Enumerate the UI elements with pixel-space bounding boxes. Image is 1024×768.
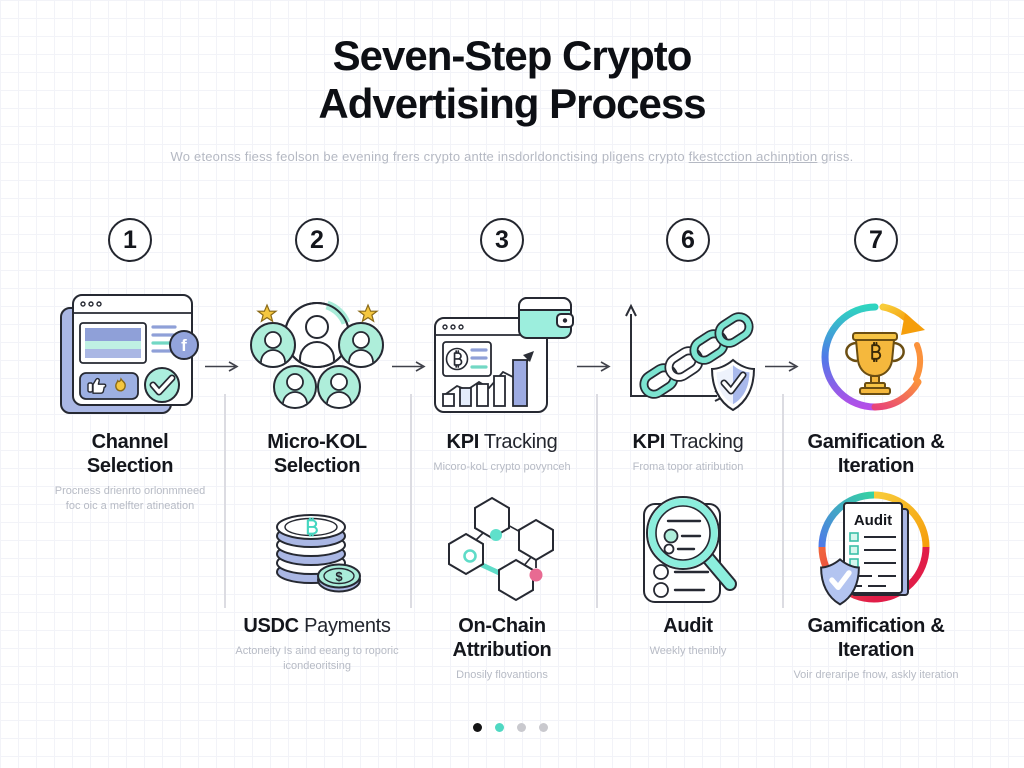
step-subtitle: Dnosily flovantions (456, 669, 548, 681)
svg-text:$: $ (335, 569, 343, 584)
step-title: On-Chain Attribution (452, 615, 552, 661)
step-subtitle: Procness drienrto orlonmmeed foc oic a m… (54, 485, 206, 512)
kpi-dashboard-icon (409, 280, 595, 430)
kol-group-icon (224, 280, 410, 430)
step-subtitle: Weekly thenibly (649, 645, 727, 657)
wallet-icon (518, 297, 574, 339)
trophy-icon (845, 332, 905, 395)
dollar-coin-icon: $ (317, 563, 361, 593)
step-subtitle: Actoneity Is aind eeang to roporic icond… (235, 645, 399, 672)
clap-icon (115, 377, 126, 392)
step-column-kpi-tracking: 3 (409, 218, 595, 748)
carousel-dot-3[interactable] (517, 723, 526, 732)
step-number-badge: 7 (854, 218, 898, 262)
flow-arrow (577, 361, 611, 372)
step-title: Gamification & Iteration (807, 431, 945, 477)
usdc-coins-icon: $ (224, 486, 410, 612)
column-divider (782, 394, 784, 608)
magnifier-icon (646, 496, 737, 591)
infographic-subtitle: Wo eteonss fiess feolson be evening frer… (0, 149, 1024, 164)
step-number-badge: 3 (480, 218, 524, 262)
column-divider (596, 394, 598, 608)
shield-check-icon (820, 558, 860, 606)
column-divider (224, 394, 226, 608)
svg-text:f: f (181, 336, 187, 355)
page-title: Seven-Step Crypto Advertising Process (0, 32, 1024, 128)
column-divider (410, 394, 412, 608)
svg-text:Audit: Audit (854, 512, 892, 529)
step-column-gamification: 7 (783, 218, 969, 748)
chain-link-icon (639, 312, 754, 399)
step-title: Gamification & Iteration (807, 615, 945, 661)
page-title-line1: Seven-Step Crypto (332, 32, 693, 79)
carousel-dot-4[interactable] (539, 723, 548, 732)
carousel-dot-1[interactable] (473, 723, 482, 732)
flow-arrow (765, 361, 799, 372)
facebook-icon: f (169, 330, 199, 360)
step-subtitle: Voir dreraripe fnow, askly iteration (793, 669, 959, 681)
step-title: Micro-KOL Selection (267, 431, 367, 477)
subtitle-link[interactable]: fkestcction achinption (688, 149, 818, 164)
step-column-onchain-kpi: 6 KPI Tracking Froma (595, 218, 781, 748)
chain-growth-icon (595, 280, 781, 430)
subtitle-text: Wo eteonss fiess feolson be evening frer… (170, 149, 689, 164)
star-icon (256, 303, 278, 323)
step-title: KPI Tracking (446, 431, 558, 453)
step-column-channel-selection: 1 f (37, 218, 223, 748)
carousel-dot-2[interactable] (495, 723, 504, 732)
step-title: KPI Tracking (632, 431, 744, 453)
step-title: USDC Payments (243, 615, 391, 637)
audit-clipboard-icon: Audit (783, 486, 969, 612)
star-icon (357, 303, 379, 323)
carousel-dots (473, 723, 548, 732)
shield-check-icon (710, 358, 756, 412)
step-title: Channel Selection (86, 431, 174, 477)
subtitle-text-end: griss. (817, 149, 854, 164)
flow-arrow (205, 361, 239, 372)
flow-arrow (392, 361, 426, 372)
trophy-cycle-icon (783, 280, 969, 430)
step-number-badge: 6 (666, 218, 710, 262)
audit-magnifier-icon (595, 486, 781, 612)
step-number-badge: 2 (295, 218, 339, 262)
step-subtitle: Froma topor atiribution (632, 461, 744, 473)
check-icon (144, 367, 180, 403)
channel-browser-icon: f (37, 280, 223, 430)
hexagon-network-icon (409, 486, 595, 612)
page-title-line2: Advertising Process (318, 80, 706, 127)
step-title: Audit (663, 615, 713, 637)
step-subtitle: Micoro-koL crypto povynceh (433, 461, 571, 473)
thumbs-up-icon (87, 377, 107, 394)
step-column-micro-kol: 2 (224, 218, 410, 748)
step-number-badge: 1 (108, 218, 152, 262)
